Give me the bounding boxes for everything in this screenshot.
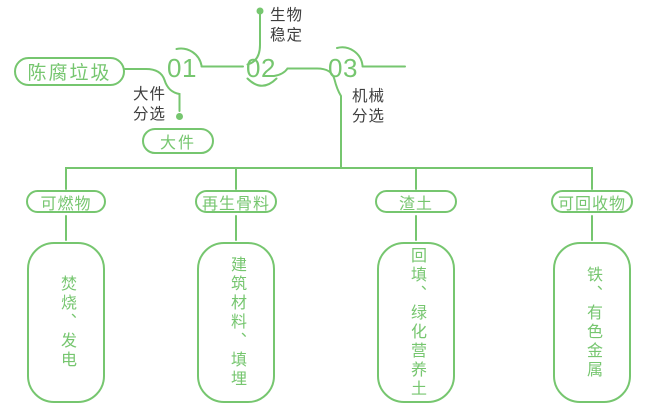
dot-bio-top bbox=[256, 7, 264, 15]
note-mech-line2: 分选 bbox=[352, 108, 386, 125]
step-number-03: 03 bbox=[328, 53, 358, 83]
branch-label: 可回收物 bbox=[557, 195, 626, 213]
note-bulky-line2: 分选 bbox=[133, 106, 167, 123]
result-box-building-materials: 建筑材料、填埋 bbox=[197, 242, 275, 403]
line-step03-drop bbox=[316, 67, 342, 169]
bulky-output-node: 大件 bbox=[142, 128, 214, 154]
result-text: 焚烧、发电 bbox=[58, 275, 75, 370]
note-bio-stabilization: 生物 稳定 bbox=[270, 6, 303, 46]
branch-node-recyclables: 可回收物 bbox=[551, 190, 633, 213]
result-box-metals: 铁、有色金属 bbox=[553, 242, 631, 403]
root-node: 陈腐垃圾 bbox=[14, 57, 125, 86]
note-bio-line1: 生物 bbox=[270, 7, 304, 24]
branch-node-recycled-aggregate: 再生骨料 bbox=[195, 190, 277, 213]
line-bio-drop bbox=[246, 13, 261, 66]
dot-dajian bbox=[176, 113, 183, 120]
note-bio-line2: 稳定 bbox=[270, 27, 304, 44]
swash-step03 bbox=[336, 46, 364, 67]
branch-node-slag-soil: 渣土 bbox=[375, 190, 457, 213]
tail-step02 bbox=[273, 67, 289, 77]
note-bulky-line1: 大件 bbox=[133, 86, 167, 103]
connector-tree bbox=[65, 167, 593, 190]
swash-step01 bbox=[175, 47, 203, 67]
step-number-02: 02 bbox=[246, 53, 276, 83]
note-mechanical-sorting: 机械 分选 bbox=[352, 87, 385, 127]
line-root-to-step01 bbox=[124, 68, 181, 112]
result-text: 建筑材料、填埋 bbox=[228, 256, 245, 389]
result-box-incineration: 焚烧、发电 bbox=[27, 242, 105, 403]
branch-label: 再生骨料 bbox=[201, 195, 270, 213]
branch-node-combustibles: 可燃物 bbox=[26, 190, 106, 213]
bulky-output-label: 大件 bbox=[159, 135, 196, 152]
result-text: 铁、有色金属 bbox=[584, 265, 601, 380]
note-mech-line1: 机械 bbox=[352, 88, 386, 105]
branch-label: 渣土 bbox=[398, 195, 433, 213]
result-text: 回填、绿化营养土 bbox=[408, 246, 425, 399]
step-number-01: 01 bbox=[167, 53, 197, 83]
result-box-backfill: 回填、绿化营养土 bbox=[377, 242, 455, 403]
note-bulky-sorting: 大件 分选 bbox=[133, 85, 166, 125]
branch-label: 可燃物 bbox=[40, 195, 92, 213]
root-label: 陈腐垃圾 bbox=[27, 63, 112, 84]
swash-under-step02 bbox=[246, 77, 278, 87]
